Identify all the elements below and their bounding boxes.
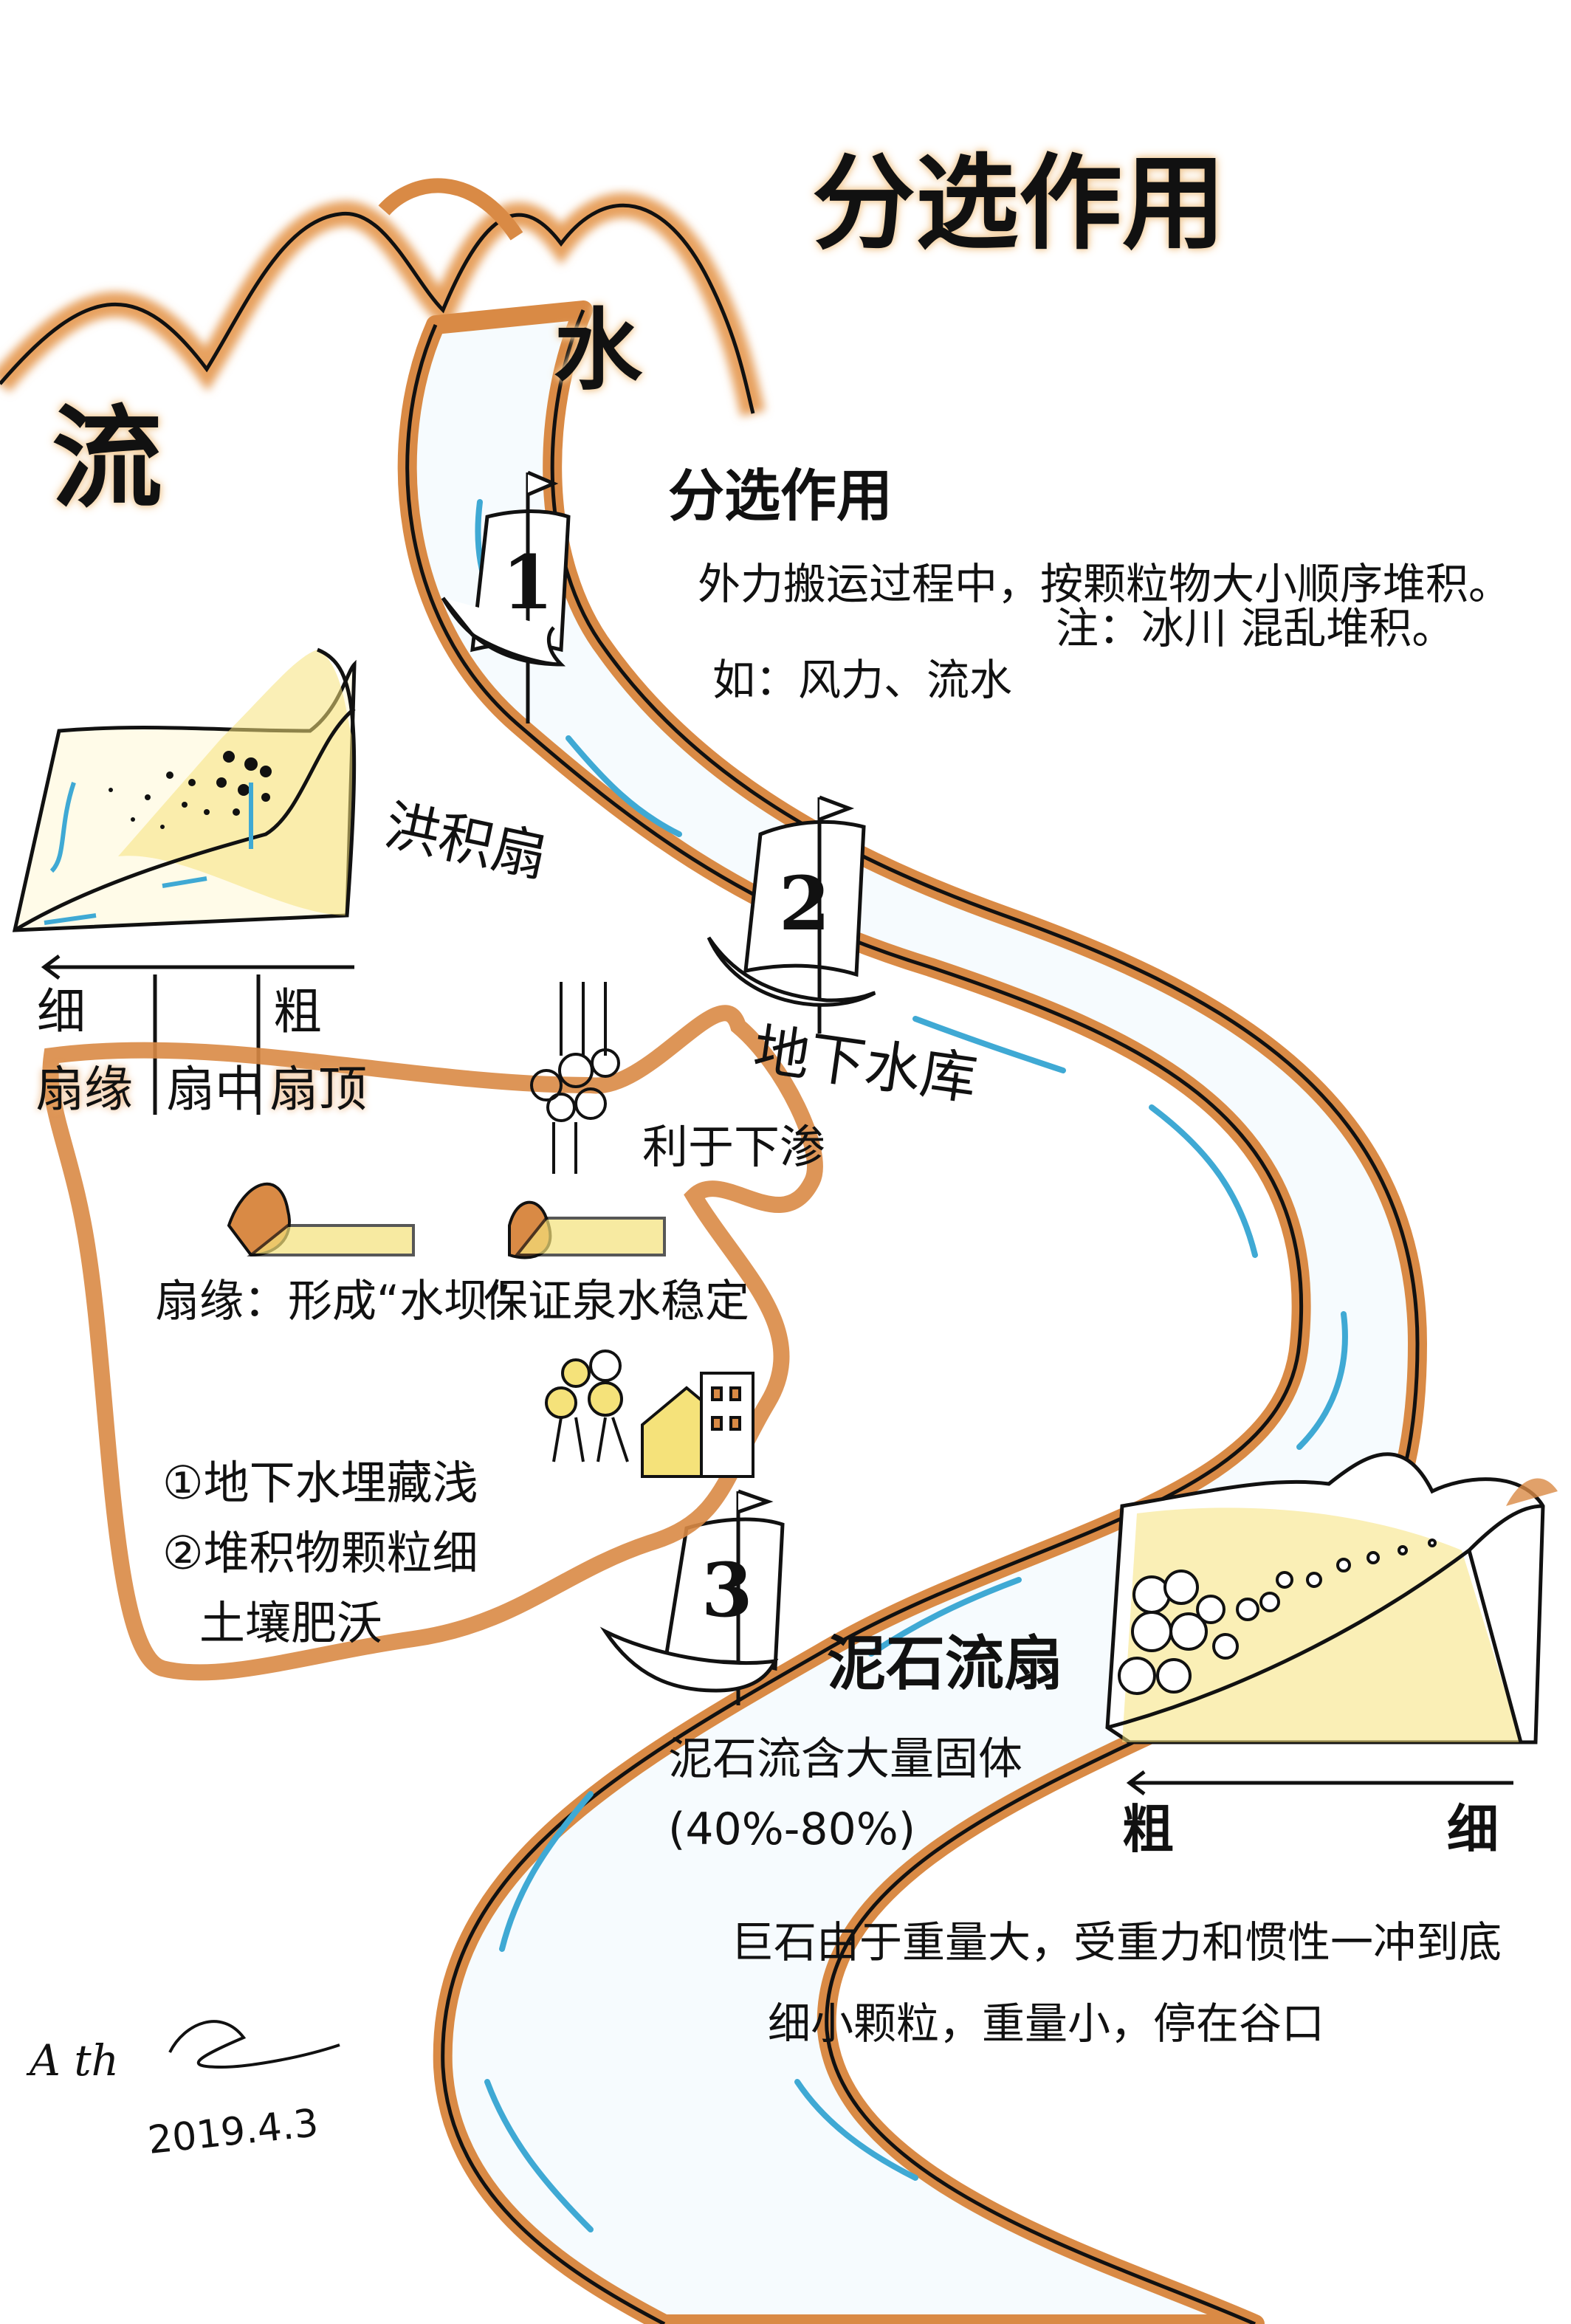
debris-fine-label: 细 <box>1447 1799 1499 1860</box>
signature-flourish <box>168 2020 340 2069</box>
debris-fan-description: 泥石流含大量固体 <box>668 1733 1022 1785</box>
boat-number-1: 1 <box>502 539 554 626</box>
alluvial-fine-label: 细 <box>37 983 86 1040</box>
zone-fan-middle: 扇中 <box>166 1061 264 1118</box>
definition-examples: 如：风力、流水 <box>712 655 1013 705</box>
point-1: ①地下水埋藏浅 <box>162 1456 478 1510</box>
alluvial-coarse-label: 粗 <box>273 983 322 1040</box>
river <box>397 300 1427 2324</box>
alluvial-fan-block <box>12 647 357 1115</box>
title-part-1: 流 <box>52 395 163 523</box>
zone-fan-top: 扇顶 <box>269 1061 367 1118</box>
definition-heading: 分选作用 <box>668 463 893 529</box>
boats <box>441 470 876 1705</box>
groundwater-region <box>42 982 823 1681</box>
debris-fan-ratio: (40%-80%) <box>668 1804 916 1855</box>
definition-line: 外力搬运过程中，按颗粒物大小顺序堆积。 <box>698 559 1512 609</box>
zone-fan-edge: 扇缘 <box>35 1061 133 1118</box>
point-2-continued: 土壤肥沃 <box>199 1596 383 1650</box>
signature-name: A th <box>30 2035 119 2086</box>
point-2: ②堆积物颗粒细 <box>162 1526 478 1580</box>
boat-number-3: 3 <box>701 1547 753 1634</box>
definition-note: 注：冰川 混乱堆积。 <box>1056 603 1455 653</box>
debris-coarse-label: 粗 <box>1122 1799 1174 1860</box>
title-part-2: 水 <box>554 300 642 402</box>
debris-explain-2: 细小颗粒，重量小，停在谷口 <box>768 1998 1325 2049</box>
debris-fan-title: 泥石流扇 <box>827 1629 1063 1698</box>
boat-number-2: 2 <box>779 860 831 947</box>
title-part-3: 分选作用 <box>812 144 1226 264</box>
infiltration-label: 利于下渗 <box>642 1120 826 1174</box>
debris-fan-block <box>1105 1452 1558 1795</box>
dam-label: 扇缘：形成“水坝” <box>155 1276 512 1327</box>
debris-explain-1: 巨石由于重量大，受重力和惯性一冲到底 <box>731 1917 1502 1967</box>
stable-spring-label: 保证泉水稳定 <box>484 1276 749 1327</box>
mountains <box>0 178 766 417</box>
